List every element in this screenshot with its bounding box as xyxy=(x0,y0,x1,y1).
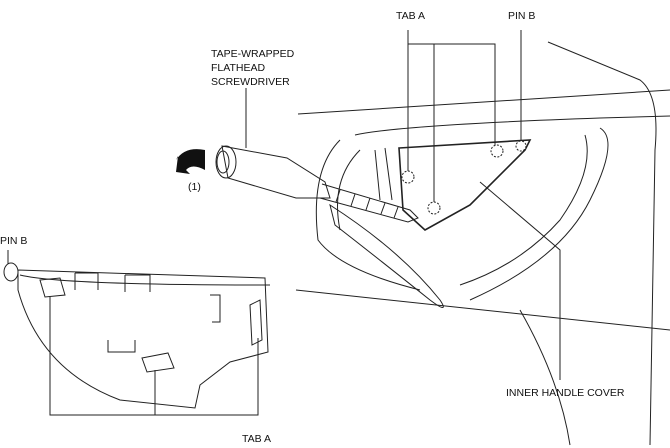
inner-handle-cover xyxy=(399,140,530,230)
step-label: (1) xyxy=(188,181,201,193)
tab-a-bottom-label: TAB A xyxy=(242,433,271,445)
tool-label-line2: FLATHEAD xyxy=(211,62,265,74)
curved-arrow-icon xyxy=(176,149,205,174)
tab-a-location xyxy=(428,202,440,214)
door-panel xyxy=(296,42,670,445)
pin-b-label: PIN B xyxy=(508,10,535,22)
tab-a-location xyxy=(402,171,414,183)
pin-b-left-label: PIN B xyxy=(0,235,27,247)
tab-a-label: TAB A xyxy=(396,10,425,22)
tab-a-location xyxy=(491,145,503,157)
tool-label-line3: SCREWDRIVER xyxy=(211,76,290,88)
tool-label-line1: TAPE-WRAPPED xyxy=(211,48,295,60)
screwdriver xyxy=(216,146,418,222)
tab-a-leader xyxy=(408,30,495,202)
removed-cover xyxy=(4,263,270,408)
inner-handle-cover-label: INNER HANDLE COVER xyxy=(506,387,625,399)
cover-leader xyxy=(480,182,560,380)
pin-b-location xyxy=(516,141,526,151)
